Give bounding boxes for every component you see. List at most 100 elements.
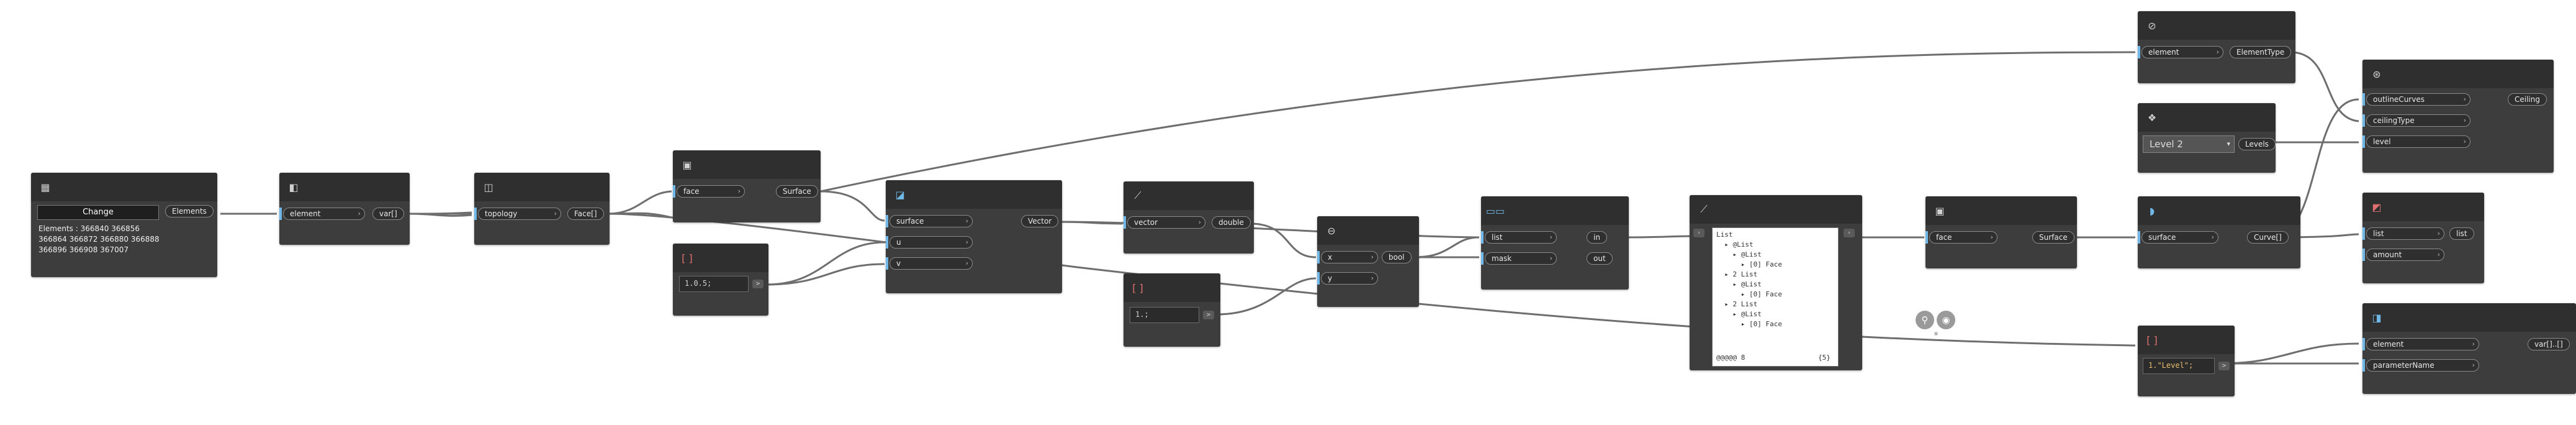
face-surface-node[interactable]: ▣ face› Surface [673, 150, 821, 222]
element-type-icon: ⊘ [2148, 19, 2156, 32]
code-editor[interactable]: 1.; [1130, 307, 1199, 323]
input-port-level[interactable]: level› [2366, 135, 2470, 148]
pin-icon[interactable]: ⚲ [1916, 311, 1934, 329]
output-port-watch[interactable]: › [1844, 229, 1855, 237]
select-elements-node[interactable]: ▦ Change Elements Elements : 366840 3668… [31, 173, 217, 277]
output-port-elementtype[interactable]: ElementType [2230, 46, 2292, 58]
input-highlight [2362, 338, 2365, 350]
input-port-element[interactable]: element› [2366, 338, 2479, 350]
output-port-out[interactable]: out [1587, 252, 1613, 265]
watch-output-panel[interactable]: List ▸ @List ▸ @List ▸ [0] Face ▸ 2 List… [1712, 227, 1839, 367]
output-port-var[interactable]: var[]..[] [2528, 338, 2570, 350]
input-port-face[interactable]: face› [677, 185, 745, 198]
node-header[interactable] [1925, 196, 2077, 225]
output-port-bool[interactable]: bool [1382, 251, 1412, 263]
node-header[interactable] [1690, 195, 1862, 224]
code-block-node-half[interactable]: [ ] 1.0.5; > [673, 244, 768, 316]
node-header[interactable] [2362, 60, 2554, 88]
input-port-element[interactable]: element› [283, 208, 365, 220]
output-port-elements[interactable]: Elements [165, 205, 214, 217]
input-port-u[interactable]: u› [889, 236, 973, 249]
node-header[interactable] [2138, 103, 2276, 132]
input-port-ceilingtype[interactable]: ceilingType› [2366, 114, 2470, 127]
vector-z-node[interactable]: ⟋ vector› double [1124, 181, 1254, 254]
output-port-curves[interactable]: Curve[] [2247, 231, 2289, 244]
input-port-outlinecurves[interactable]: outlineCurves› [2366, 93, 2470, 106]
output-port-levels[interactable]: Levels [2238, 138, 2276, 150]
node-header[interactable] [2138, 11, 2295, 40]
element-type-node[interactable]: ⊘ element› ElementType [2138, 11, 2295, 83]
element-geometry-node[interactable]: ◧ element› var[] [279, 173, 410, 245]
input-port-vector[interactable]: vector› [1127, 216, 1205, 229]
code-block-node-one[interactable]: [ ] 1.; > [1124, 273, 1220, 347]
output-port-code[interactable]: > [752, 280, 763, 288]
node-header[interactable] [886, 180, 1062, 209]
watch-node[interactable]: ⟋ › › List ▸ @List ▸ @List ▸ [0] Face ▸ … [1690, 195, 1862, 370]
parameter-icon: ◨ [2372, 311, 2382, 324]
node-header[interactable] [673, 150, 821, 179]
code-block-node-level[interactable]: [ ] 1."Level"; > [2138, 326, 2235, 396]
input-port-face[interactable]: face› [1929, 231, 1997, 244]
input-port-v[interactable]: v› [889, 257, 973, 270]
watch-footer-left: @@@@@ 8 [1716, 354, 1745, 362]
node-header[interactable] [1481, 196, 1629, 225]
levels-dropdown[interactable]: Level 2 ▾ [2143, 135, 2235, 153]
output-port-var[interactable]: var[] [372, 208, 404, 220]
output-port-faces[interactable]: Face[] [567, 208, 604, 220]
node-header[interactable] [31, 173, 217, 201]
input-port-list[interactable]: list› [1485, 231, 1557, 244]
offset-node[interactable]: ◩ list› amount› list [2362, 193, 2484, 283]
node-header[interactable] [2138, 326, 2235, 354]
levels-node[interactable]: ❖ Level 2 ▾ Levels [2138, 103, 2276, 173]
input-port-element[interactable]: element› [2141, 46, 2223, 58]
node-header[interactable] [474, 173, 610, 201]
ceiling-create-node[interactable]: ⊛ outlineCurves› ceilingType› level› Cei… [2362, 60, 2554, 173]
output-port-vector[interactable]: Vector [1021, 215, 1059, 227]
input-port-surface[interactable]: surface› [2141, 231, 2218, 244]
output-port-surface[interactable]: Surface [776, 185, 818, 198]
topology-faces-node[interactable]: ◫ topology› Face[] [474, 173, 610, 245]
input-port-x[interactable]: x› [1321, 251, 1378, 263]
input-port-topology[interactable]: topology› [478, 208, 561, 220]
output-port-ceiling[interactable]: Ceiling [2508, 93, 2547, 106]
input-highlight [2362, 249, 2365, 261]
output-port-in[interactable]: in [1587, 231, 1607, 244]
wire-reroute-dot[interactable] [1934, 332, 1938, 336]
input-port-y[interactable]: y› [1321, 272, 1378, 285]
code-editor[interactable]: 1."Level"; [2143, 358, 2215, 374]
filter-by-bool-node[interactable]: ▭▭ list› mask› in out [1481, 196, 1629, 290]
eye-icon[interactable]: ◉ [1937, 311, 1955, 329]
node-header[interactable] [2138, 196, 2300, 225]
output-port-code[interactable]: > [2218, 362, 2230, 370]
output-port-surface[interactable]: Surface [2032, 231, 2074, 244]
input-highlight [673, 185, 675, 198]
node-header[interactable] [1317, 216, 1419, 245]
face-surface-node-2[interactable]: ▣ face› Surface [1925, 196, 2077, 268]
node-header[interactable] [1124, 273, 1220, 302]
watch-line: ▸ [0] Face [1716, 260, 1782, 268]
perimeter-curves-node[interactable]: ◗ surface› Curve[] [2138, 196, 2300, 268]
input-port-parametername[interactable]: parameterName› [2366, 359, 2479, 372]
chevron-down-icon: ▾ [2227, 140, 2230, 148]
code-editor[interactable]: 1.0.5; [679, 276, 749, 292]
node-header[interactable] [279, 173, 410, 201]
node-header[interactable] [1124, 181, 1254, 210]
output-port-code[interactable]: > [1203, 311, 1214, 319]
input-port-surface[interactable]: surface› [889, 215, 973, 227]
change-button[interactable]: Change [37, 205, 159, 220]
output-port-list[interactable]: list [2449, 227, 2474, 240]
get-parameter-node[interactable]: ◨ element› parameterName› var[]..[] [2362, 303, 2576, 394]
input-highlight [1317, 272, 1320, 285]
node-header[interactable] [2362, 303, 2576, 332]
surface-normal-node[interactable]: ◪ surface› u› v› Vector [886, 180, 1062, 293]
surface-icon: ◪ [895, 188, 905, 201]
watch-line: ▸ [0] Face [1716, 320, 1782, 328]
input-port-mask[interactable]: mask› [1485, 252, 1557, 265]
node-header[interactable] [2362, 193, 2484, 221]
input-port-list[interactable]: list› [2366, 227, 2444, 240]
input-port-watch[interactable]: › [1693, 229, 1705, 237]
compare-node[interactable]: ⊖ x› y› bool [1317, 216, 1419, 307]
input-port-amount[interactable]: amount› [2366, 249, 2444, 261]
output-port-double[interactable]: double [1212, 216, 1251, 229]
node-header[interactable] [673, 244, 768, 272]
